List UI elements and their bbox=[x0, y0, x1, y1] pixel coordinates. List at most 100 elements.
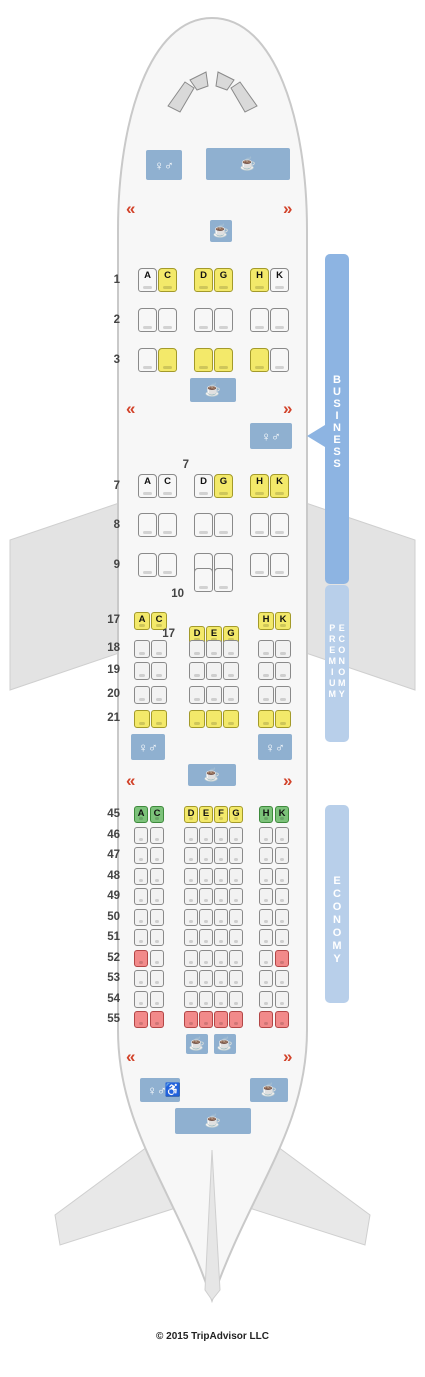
seat[interactable] bbox=[229, 847, 243, 864]
seat-45G[interactable]: G bbox=[229, 806, 243, 823]
seat[interactable] bbox=[275, 847, 289, 864]
seat[interactable] bbox=[229, 888, 243, 905]
seat[interactable] bbox=[275, 686, 291, 704]
seat[interactable] bbox=[199, 847, 213, 864]
seat[interactable] bbox=[229, 970, 243, 987]
seat[interactable] bbox=[223, 710, 239, 728]
seat[interactable] bbox=[258, 686, 274, 704]
seat[interactable] bbox=[138, 348, 157, 372]
seat[interactable] bbox=[229, 826, 243, 844]
seat-17K[interactable]: K bbox=[275, 612, 291, 630]
seat[interactable] bbox=[199, 970, 213, 987]
seat-1D[interactable]: D bbox=[194, 268, 213, 292]
seat[interactable] bbox=[184, 847, 198, 864]
seat[interactable] bbox=[199, 929, 213, 946]
seat[interactable] bbox=[259, 1011, 273, 1028]
seat[interactable] bbox=[214, 867, 228, 885]
seat-45C[interactable]: C bbox=[150, 806, 164, 823]
seat[interactable] bbox=[194, 348, 213, 372]
seat[interactable] bbox=[270, 308, 289, 332]
seat[interactable] bbox=[150, 888, 164, 905]
seat[interactable] bbox=[134, 949, 148, 967]
seat[interactable] bbox=[214, 826, 228, 844]
seat[interactable] bbox=[134, 847, 148, 864]
seat-45E[interactable]: E bbox=[199, 806, 213, 823]
seat[interactable] bbox=[199, 990, 213, 1008]
seat-17A[interactable]: A bbox=[134, 612, 150, 630]
seat-7H[interactable]: H bbox=[250, 474, 269, 498]
seat[interactable] bbox=[184, 949, 198, 967]
seat[interactable] bbox=[229, 1011, 243, 1028]
seat-1H[interactable]: H bbox=[250, 268, 269, 292]
seat[interactable] bbox=[275, 970, 289, 987]
seat[interactable] bbox=[275, 888, 289, 905]
seat[interactable] bbox=[275, 662, 291, 680]
seat[interactable] bbox=[189, 662, 205, 680]
seat[interactable] bbox=[214, 970, 228, 987]
seat[interactable] bbox=[206, 710, 222, 728]
seat-7G[interactable]: G bbox=[214, 474, 233, 498]
seat[interactable] bbox=[199, 1011, 213, 1028]
seat[interactable] bbox=[184, 929, 198, 946]
seat[interactable] bbox=[275, 640, 291, 658]
seat[interactable] bbox=[134, 686, 150, 704]
seat-45K[interactable]: K bbox=[275, 806, 289, 823]
seat[interactable] bbox=[199, 826, 213, 844]
seat[interactable] bbox=[229, 908, 243, 926]
seat[interactable] bbox=[206, 640, 222, 658]
seat[interactable] bbox=[134, 970, 148, 987]
seat[interactable] bbox=[138, 553, 157, 577]
seat[interactable] bbox=[270, 513, 289, 537]
seat[interactable] bbox=[199, 888, 213, 905]
seat[interactable] bbox=[134, 1011, 148, 1028]
seat[interactable] bbox=[214, 308, 233, 332]
seat[interactable] bbox=[258, 710, 274, 728]
seat-45D[interactable]: D bbox=[184, 806, 198, 823]
seat[interactable] bbox=[199, 908, 213, 926]
seat[interactable] bbox=[229, 867, 243, 885]
seat[interactable] bbox=[184, 1011, 198, 1028]
seat[interactable] bbox=[229, 949, 243, 967]
seat[interactable] bbox=[270, 553, 289, 577]
seat[interactable] bbox=[259, 929, 273, 946]
seat[interactable] bbox=[270, 348, 289, 372]
seat-1G[interactable]: G bbox=[214, 268, 233, 292]
seat[interactable] bbox=[275, 929, 289, 946]
seat[interactable] bbox=[275, 908, 289, 926]
seat[interactable] bbox=[134, 662, 150, 680]
seat[interactable] bbox=[259, 970, 273, 987]
seat-17H[interactable]: H bbox=[258, 612, 274, 630]
seat[interactable] bbox=[150, 990, 164, 1008]
seat[interactable] bbox=[259, 847, 273, 864]
seat[interactable] bbox=[258, 640, 274, 658]
seat[interactable] bbox=[223, 640, 239, 658]
seat[interactable] bbox=[214, 513, 233, 537]
seat[interactable] bbox=[259, 990, 273, 1008]
seat[interactable] bbox=[158, 553, 177, 577]
seat[interactable] bbox=[275, 826, 289, 844]
seat[interactable] bbox=[138, 513, 157, 537]
seat[interactable] bbox=[184, 867, 198, 885]
seat-45F[interactable]: F bbox=[214, 806, 228, 823]
seat[interactable] bbox=[158, 348, 177, 372]
seat[interactable] bbox=[214, 949, 228, 967]
seat-7D[interactable]: D bbox=[194, 474, 213, 498]
seat[interactable] bbox=[229, 929, 243, 946]
seat[interactable] bbox=[158, 308, 177, 332]
seat-45A[interactable]: A bbox=[134, 806, 148, 823]
seat[interactable] bbox=[194, 513, 213, 537]
seat-45H[interactable]: H bbox=[259, 806, 273, 823]
seat[interactable] bbox=[134, 640, 150, 658]
seat[interactable] bbox=[194, 568, 213, 592]
seat[interactable] bbox=[150, 847, 164, 864]
seat[interactable] bbox=[199, 949, 213, 967]
seat[interactable] bbox=[250, 348, 269, 372]
seat-1A[interactable]: A bbox=[138, 268, 157, 292]
seat[interactable] bbox=[223, 662, 239, 680]
seat[interactable] bbox=[189, 640, 205, 658]
seat-7C[interactable]: C bbox=[158, 474, 177, 498]
seat[interactable] bbox=[214, 888, 228, 905]
seat[interactable] bbox=[259, 908, 273, 926]
seat[interactable] bbox=[250, 308, 269, 332]
seat[interactable] bbox=[259, 826, 273, 844]
